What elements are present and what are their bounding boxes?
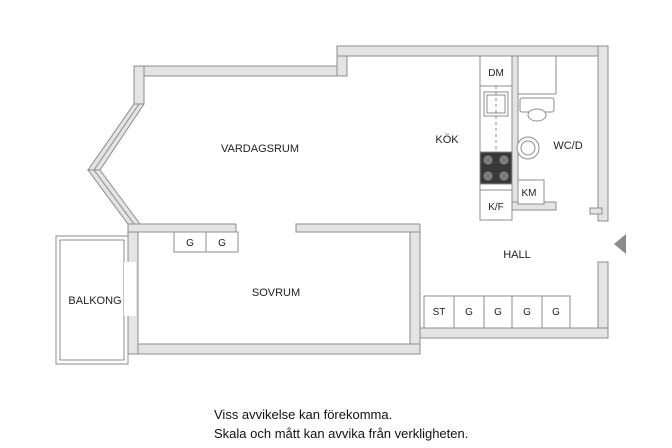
fixture-label-kf: K/F <box>488 202 504 213</box>
fixture-label-g: G <box>186 238 194 249</box>
wall-bottom-hall <box>417 327 609 339</box>
wardrobe-box <box>453 295 485 329</box>
disclaimer: Viss avvikelse kan förekomma. Skala och … <box>214 405 468 443</box>
wardrobe-box <box>205 231 239 253</box>
toilet-icon <box>527 108 547 122</box>
wall-hall-sovrum <box>409 223 421 355</box>
fixture-label-km: KM <box>522 188 537 199</box>
window-bay-upper <box>93 103 140 171</box>
wall-interior-left <box>127 223 237 233</box>
wall-left-living <box>133 65 145 105</box>
balcony <box>55 235 136 365</box>
windows <box>93 103 140 225</box>
kitchen-counter <box>479 55 513 221</box>
disclaimer-line-1: Viss avvikelse kan förekomma. <box>214 407 393 422</box>
washbasin-bowl <box>520 140 536 156</box>
wc-fixtures <box>516 55 557 205</box>
balcony-door-opening <box>124 262 136 316</box>
wall-right-lower <box>597 261 609 339</box>
room-label-sovrum: SOVRUM <box>252 287 300 299</box>
wardrobe-box <box>511 295 543 329</box>
room-label-wcd: WC/D <box>553 140 582 152</box>
fixture-label-g: G <box>465 307 473 318</box>
wall-right-upper <box>597 45 609 222</box>
burner-icon <box>483 171 493 181</box>
burner-icon <box>499 171 509 181</box>
window-bay-lower <box>93 169 135 225</box>
stove-icon <box>479 151 513 185</box>
shower-icon <box>517 55 557 95</box>
room-label-kok: KÖK <box>435 134 459 146</box>
fixture-label-g: G <box>552 307 560 318</box>
wall-top-kitchen <box>336 45 609 57</box>
wardrobe-box <box>483 295 513 329</box>
room-label-hall: HALL <box>503 249 531 261</box>
entrance-arrow-icon <box>614 234 626 254</box>
floor-plan: VARDAGSRUM KÖK WC/D HALL SOVRUM BALKONG … <box>55 45 626 365</box>
wardrobes-sovrum <box>173 231 239 253</box>
washing-machine-box <box>517 179 545 205</box>
disclaimer-line-2: Skala och mått kan avvika från verklighe… <box>214 426 469 441</box>
wardrobe-box <box>541 295 571 329</box>
fridge-box <box>479 189 513 221</box>
wall-interior-right <box>295 223 421 233</box>
room-label-vardagsrum: VARDAGSRUM <box>221 143 299 155</box>
wall-bottom-sovrum <box>127 343 421 355</box>
wall-wc-stub <box>589 207 603 215</box>
wall-top-living <box>133 65 345 77</box>
balcony-outline <box>55 235 129 365</box>
room-label-balkong: BALKONG <box>68 295 121 307</box>
burner-icon <box>483 155 493 165</box>
fixture-label-g: G <box>218 238 226 249</box>
fixture-label-g: G <box>523 307 531 318</box>
fixture-label-g: G <box>494 307 502 318</box>
wardrobes-hall <box>423 295 571 329</box>
wall-wc-left <box>511 55 519 207</box>
burner-icon <box>499 155 509 165</box>
fixture-label-dm: DM <box>488 68 504 79</box>
fixture-label-st: ST <box>433 307 446 318</box>
